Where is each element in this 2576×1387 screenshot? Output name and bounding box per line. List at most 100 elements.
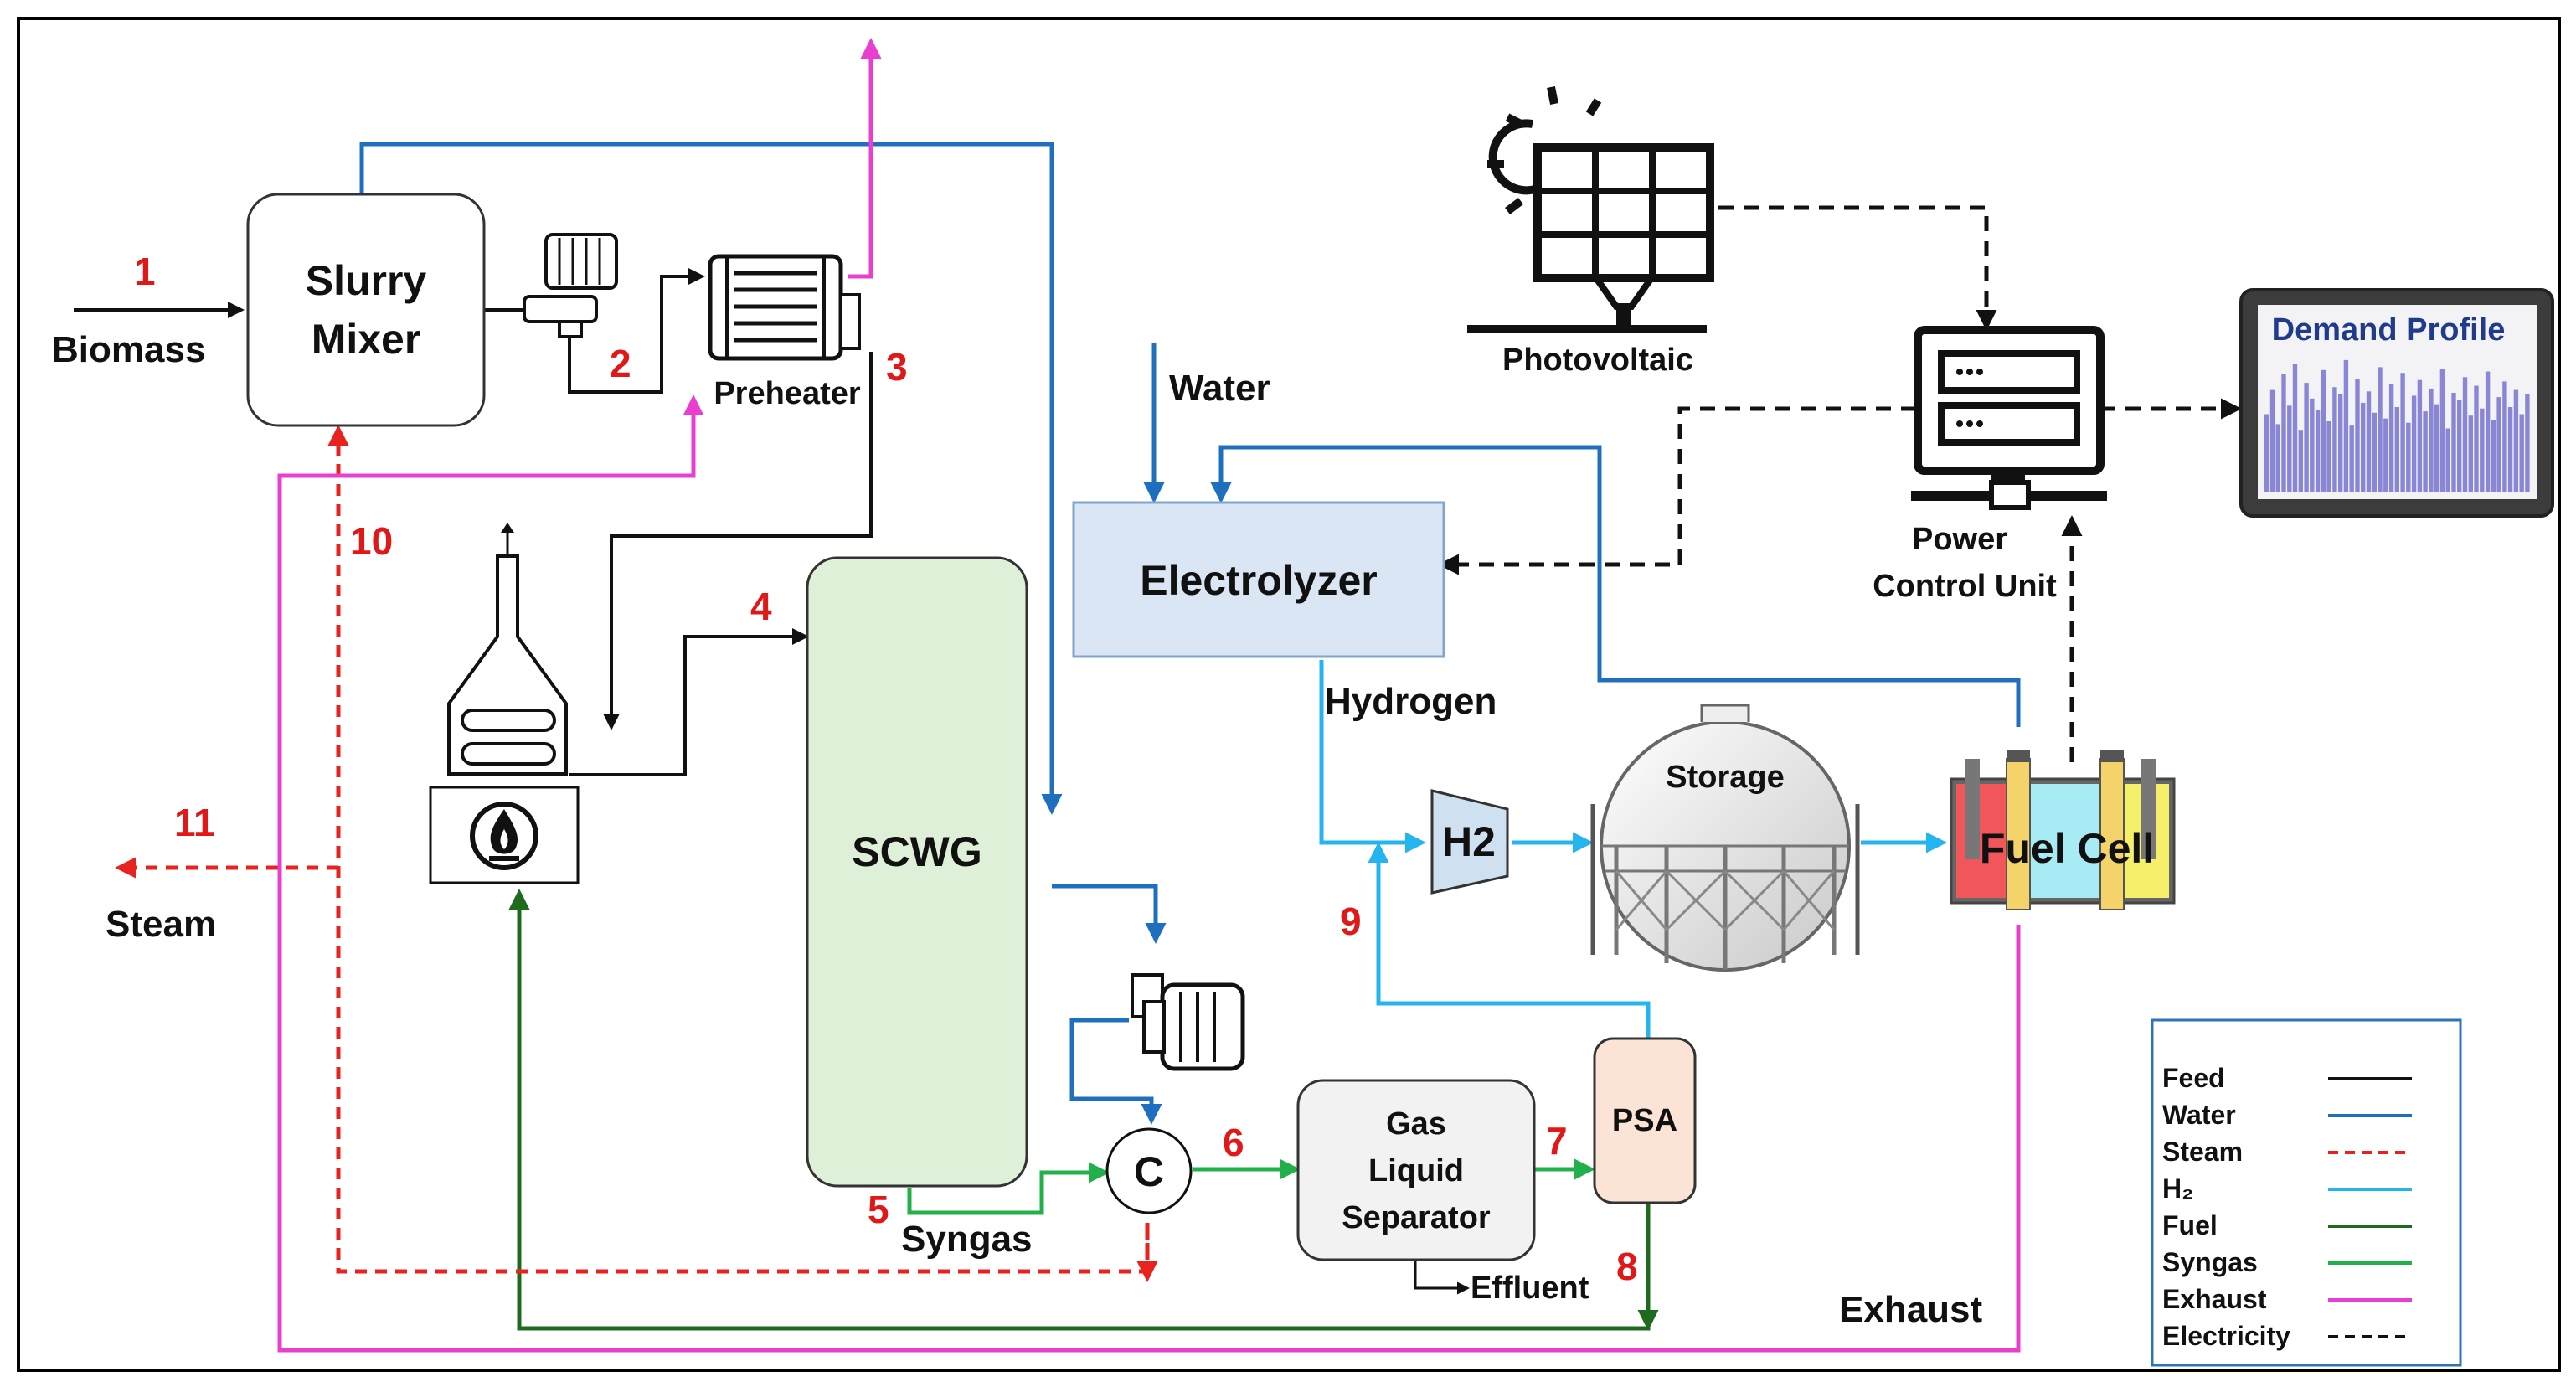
demand-bar bbox=[2457, 400, 2462, 492]
demand-bar bbox=[2439, 369, 2445, 492]
stream-exhaust bbox=[277, 394, 2021, 1353]
legend-items: FeedWaterSteamH₂FuelSyngasExhaustElectri… bbox=[2162, 1063, 2412, 1351]
demand-bar bbox=[2468, 415, 2473, 492]
stream-number-10: 10 bbox=[350, 519, 393, 563]
demand-bar bbox=[2485, 371, 2491, 492]
demand-bar bbox=[2513, 389, 2519, 492]
stream-effluent bbox=[1414, 1261, 1470, 1295]
stream-water-recycle bbox=[359, 142, 1063, 815]
demand-bar bbox=[2366, 391, 2372, 492]
slurry-mixer-label-2: Mixer bbox=[312, 316, 421, 363]
server-icon bbox=[1911, 326, 2107, 510]
demand-profile-monitor: Demand Profile bbox=[2239, 288, 2554, 518]
demand-bar bbox=[2349, 425, 2354, 492]
stream-number-6: 6 bbox=[1223, 1121, 1244, 1164]
demand-bar bbox=[2338, 394, 2343, 492]
demand-bar bbox=[2502, 381, 2507, 492]
demand-bar bbox=[2394, 407, 2399, 492]
demand-bar bbox=[2423, 411, 2428, 492]
legend-label-3: H₂ bbox=[2162, 1173, 2193, 1204]
heat-exchanger-icon bbox=[708, 254, 861, 361]
demand-bar bbox=[2287, 405, 2292, 492]
demand-bar bbox=[2310, 398, 2315, 492]
demand-bar bbox=[2519, 414, 2524, 492]
storage-sphere-icon bbox=[1590, 704, 1860, 972]
stream-exhaust-out bbox=[848, 38, 882, 279]
fuel-cell: Fuel Cell bbox=[1950, 750, 2176, 910]
stream-number-9: 9 bbox=[1340, 900, 1362, 943]
electrolyzer-label: Electrolyzer bbox=[1140, 557, 1377, 604]
water-pump-icon bbox=[1131, 973, 1245, 1071]
stream-5-syngas bbox=[907, 1162, 1110, 1215]
stream-number-7: 7 bbox=[1546, 1119, 1568, 1163]
legend-label-7: Electricity bbox=[2162, 1321, 2290, 1351]
stream-number-4: 4 bbox=[750, 585, 772, 628]
scwg-reactor: SCWG bbox=[806, 556, 1028, 1188]
electricity-pv-to-pcu bbox=[1718, 205, 1997, 331]
photovoltaic-label: Photovoltaic bbox=[1502, 343, 1693, 378]
demand-bar bbox=[2480, 408, 2485, 492]
solar-panel-icon bbox=[1467, 143, 1714, 333]
legend-label-0: Feed bbox=[2162, 1063, 2225, 1093]
psa-unit: PSA bbox=[1593, 1037, 1697, 1204]
power-control-unit: Power Control Unit bbox=[1873, 326, 2107, 604]
photovoltaic: Photovoltaic bbox=[1467, 86, 1714, 378]
fired-heater bbox=[429, 523, 580, 884]
legend-label-5: Syngas bbox=[2162, 1247, 2258, 1277]
legend-label-2: Steam bbox=[2162, 1137, 2243, 1167]
demand-bar bbox=[2292, 364, 2298, 492]
electrolyzer: Electrolyzer bbox=[1072, 501, 1445, 658]
demand-bar bbox=[2525, 394, 2530, 492]
stream-number-5: 5 bbox=[868, 1188, 889, 1231]
slurry-mixer-label-1: Slurry bbox=[306, 257, 427, 304]
demand-bar bbox=[2474, 385, 2479, 492]
water-label: Water bbox=[1169, 368, 1270, 409]
pcu-label-1: Power bbox=[1912, 522, 2007, 557]
legend: FeedWaterSteamH₂FuelSyngasExhaustElectri… bbox=[2151, 1018, 2462, 1367]
storage-label: Storage bbox=[1666, 760, 1784, 795]
demand-bar bbox=[2445, 428, 2450, 492]
demand-bar bbox=[2491, 420, 2496, 492]
exhaust-label: Exhaust bbox=[1839, 1289, 1983, 1330]
demand-profile-bars bbox=[2264, 359, 2530, 492]
demand-bar bbox=[2434, 404, 2439, 492]
cooler-label: C bbox=[1134, 1148, 1164, 1195]
demand-bar bbox=[2411, 395, 2417, 492]
hydrogen-label: Hydrogen bbox=[1325, 681, 1497, 722]
demand-bar bbox=[2321, 369, 2326, 492]
stream-8-fuel bbox=[508, 889, 1651, 1331]
demand-bar bbox=[2378, 367, 2383, 492]
demand-bar bbox=[2406, 422, 2411, 492]
separator-label-2: Liquid bbox=[1368, 1153, 1464, 1188]
biomass-label: Biomass bbox=[52, 329, 205, 370]
demand-bar bbox=[2383, 418, 2388, 492]
demand-bar bbox=[2400, 373, 2405, 492]
separator-label-3: Separator bbox=[1342, 1200, 1491, 1235]
demand-bar bbox=[2429, 388, 2434, 492]
demand-bar bbox=[2388, 384, 2394, 492]
stream-water-to-pump bbox=[1052, 884, 1167, 944]
stream-number-2: 2 bbox=[610, 342, 631, 385]
demand-bar bbox=[2451, 393, 2456, 492]
psa-label: PSA bbox=[1612, 1103, 1677, 1138]
steam-label: Steam bbox=[106, 904, 216, 945]
preheater-label: Preheater bbox=[714, 376, 861, 411]
demand-profile-label: Demand Profile bbox=[2272, 312, 2506, 348]
flame-icon bbox=[470, 802, 538, 870]
demand-bar bbox=[2315, 410, 2321, 492]
cooler: C bbox=[1105, 1127, 1193, 1214]
stream-number-11: 11 bbox=[174, 801, 215, 844]
demand-bar bbox=[2304, 383, 2309, 492]
stream-4 bbox=[569, 628, 809, 776]
fuel-cell-icon bbox=[1950, 750, 2176, 910]
hydrogen-storage: Storage bbox=[1590, 704, 1860, 972]
legend-label-4: Fuel bbox=[2162, 1210, 2218, 1240]
stream-3 bbox=[603, 352, 873, 730]
demand-bar bbox=[2462, 377, 2468, 492]
legend-label-1: Water bbox=[2162, 1100, 2236, 1130]
demand-bar bbox=[2372, 412, 2377, 492]
stream-9 bbox=[1368, 842, 1651, 1039]
demand-bar bbox=[2326, 421, 2331, 492]
slurry-mixer: Slurry Mixer bbox=[246, 193, 486, 427]
